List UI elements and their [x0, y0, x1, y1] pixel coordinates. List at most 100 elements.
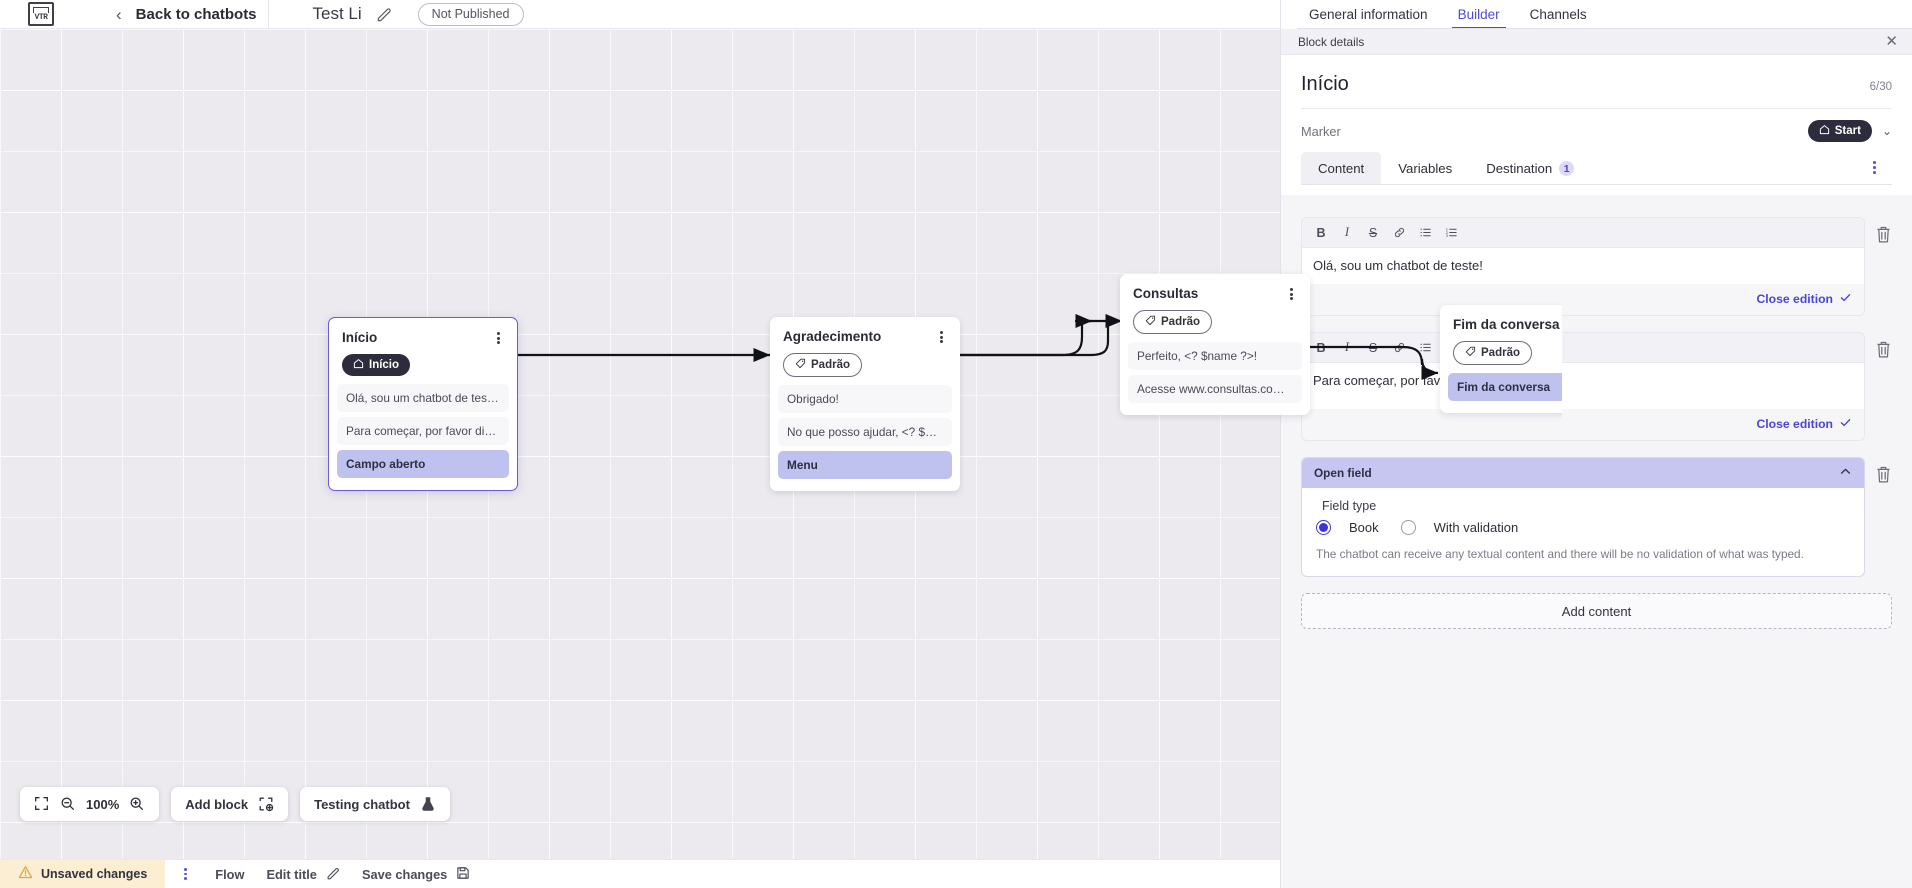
trash-icon[interactable] [1875, 225, 1892, 244]
node-message[interactable]: Para começar, por favor digite o ... [337, 417, 509, 445]
node-message[interactable]: Obrigado! [778, 385, 952, 413]
tab-content[interactable]: Content [1301, 152, 1382, 185]
kebab-menu-icon[interactable] [1857, 152, 1892, 185]
editor-text[interactable]: Olá, sou um chatbot de teste! [1302, 248, 1864, 285]
editor-toolbar: B I S 123 [1302, 333, 1864, 364]
node-marker-label: Padrão [811, 359, 850, 371]
field-type-label: Field type [1322, 499, 1377, 514]
bulleted-list-icon[interactable] [1412, 223, 1438, 242]
add-block-icon [258, 796, 274, 812]
node-footer [1120, 411, 1310, 415]
node-title: Consultas [1133, 286, 1199, 301]
flow-button[interactable]: Flow [215, 867, 244, 882]
tag-icon [1465, 346, 1476, 360]
radio-book-label: Book [1349, 520, 1379, 536]
tab-channels[interactable]: Channels [1529, 7, 1587, 22]
char-counter: 6/30 [1869, 81, 1892, 93]
node-message-selected[interactable]: Menu [778, 451, 952, 479]
block-title: Início [1301, 73, 1349, 95]
marker-value-label: Start [1834, 125, 1861, 137]
node-title: Agradecimento [783, 329, 882, 344]
pencil-icon[interactable] [376, 6, 392, 22]
flow-node-consultas[interactable]: Consultas Padrão Perfeito, <? $name ?>! … [1120, 274, 1310, 415]
marker-select[interactable]: Start ⌄ [1807, 120, 1892, 142]
node-message[interactable]: Acesse www.consultas.com par... [1128, 375, 1302, 403]
trash-icon[interactable] [1875, 340, 1892, 359]
block-content-tabs: Content Variables Destination 1 [1301, 152, 1892, 185]
node-marker-pill[interactable]: Início [342, 354, 411, 376]
strikethrough-icon[interactable]: S [1368, 225, 1378, 240]
node-marker-pill[interactable]: Padrão [1453, 341, 1532, 365]
node-message[interactable]: Perfeito, <? $name ?>! [1128, 342, 1302, 370]
trash-icon[interactable] [1875, 465, 1892, 484]
close-edition-button[interactable]: Close edition [1302, 409, 1864, 440]
rich-text-editor: B I S 123 [1301, 332, 1865, 445]
zoom-in-icon[interactable] [129, 796, 145, 812]
italic-icon[interactable]: I [1344, 225, 1350, 239]
testing-chatbot-button[interactable]: Testing chatbot [300, 787, 450, 821]
close-icon[interactable]: ✕ [1885, 33, 1898, 50]
strikethrough-icon[interactable]: S [1368, 340, 1378, 355]
link-icon[interactable] [1386, 338, 1412, 357]
node-menu-button[interactable] [933, 329, 949, 345]
link-icon[interactable] [1386, 223, 1412, 242]
open-field-card: Open field Field type Book With validati… [1301, 457, 1865, 578]
node-message[interactable]: Olá, sou um chatbot de teste! [337, 384, 509, 412]
edit-title-button[interactable]: Edit title [266, 866, 339, 883]
node-menu-button[interactable] [490, 330, 506, 346]
node-header: Fim da conversa [1440, 305, 1562, 332]
node-header: Agradecimento [770, 317, 960, 344]
flask-icon [420, 796, 436, 812]
add-block-button[interactable]: Add block [171, 787, 289, 821]
open-field-row: Open field Field type Book With validati… [1301, 457, 1892, 578]
flow-node-fim-da-conversa[interactable]: Fim da conversa Padrão Fim da conversa [1440, 305, 1562, 413]
zoom-out-icon[interactable] [60, 796, 76, 812]
status-menu-button[interactable] [177, 868, 193, 880]
node-marker-pill[interactable]: Padrão [783, 353, 862, 377]
tab-variables[interactable]: Variables [1381, 152, 1469, 185]
chevron-left-icon[interactable]: ‹ [116, 4, 122, 24]
node-marker-label: Padrão [1161, 316, 1200, 328]
bold-icon[interactable]: B [1316, 340, 1326, 355]
app-logo-icon[interactable]: VTR [28, 2, 54, 26]
editor-text[interactable]: Para começar, por favor digite o seu nom… [1302, 363, 1864, 410]
fit-screen-icon[interactable] [34, 796, 50, 812]
open-field-header[interactable]: Open field [1302, 458, 1864, 489]
save-changes-label: Save changes [361, 866, 448, 882]
field-type-hint: The chatbot can receive any textual cont… [1316, 547, 1804, 562]
close-edition-button[interactable]: Close edition [1302, 284, 1864, 315]
node-message-selected[interactable]: Campo aberto [337, 450, 509, 478]
node-menu-button[interactable] [1283, 286, 1299, 302]
bulleted-list-icon[interactable] [1412, 338, 1438, 357]
chevron-down-icon[interactable]: ⌄ [1881, 124, 1892, 138]
marker-value-pill[interactable]: Start [1807, 120, 1872, 142]
tab-general-information[interactable]: General information [1309, 7, 1428, 22]
add-block-label: Add block [185, 796, 249, 812]
chevron-up-icon[interactable] [1839, 465, 1852, 481]
radio-book[interactable] [1316, 520, 1331, 536]
right-panel: General information Builder Channels Blo… [1280, 0, 1912, 888]
node-messages: Fim da conversa [1440, 365, 1562, 409]
header-divider [268, 0, 269, 28]
node-message-selected[interactable]: Fim da conversa [1448, 373, 1562, 401]
canvas-toolbar: 100% Add block Testing chatbot [20, 787, 450, 821]
add-content-button[interactable]: Add content [1301, 593, 1892, 630]
node-messages: Obrigado! No que posso ajudar, <? $name … [770, 377, 960, 487]
node-message[interactable]: No que posso ajudar, <? $name ... [778, 418, 952, 446]
nav-tabs-underline [1297, 28, 1912, 29]
italic-icon[interactable]: I [1344, 340, 1350, 355]
tab-builder[interactable]: Builder [1451, 0, 1506, 29]
flow-label: Flow [215, 866, 245, 882]
bold-icon[interactable]: B [1316, 225, 1326, 240]
flow-node-agradecimento[interactable]: Agradecimento Padrão Obrigado! No que po… [770, 317, 960, 491]
back-to-chatbots-link[interactable]: Back to chatbots [135, 5, 257, 23]
tab-destination[interactable]: Destination 1 [1469, 152, 1591, 185]
save-changes-button[interactable]: Save changes [362, 866, 470, 883]
flow-node-inicio[interactable]: Início Início Olá, sou um chatbot de tes… [328, 317, 518, 491]
tab-destination-label: Destination [1486, 161, 1553, 176]
node-marker-pill[interactable]: Padrão [1133, 310, 1212, 334]
radio-with-validation[interactable] [1400, 520, 1416, 536]
